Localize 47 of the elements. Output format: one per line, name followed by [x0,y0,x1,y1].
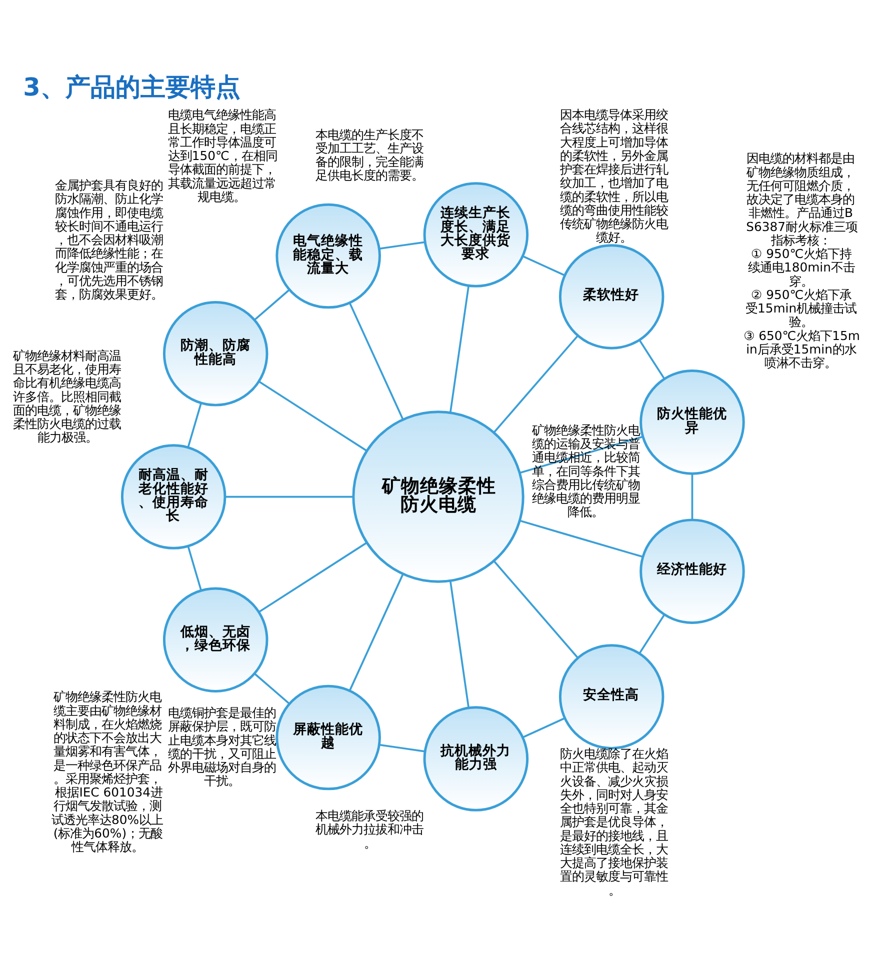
node-label: ② 950℃火焰下承受15min机械撞击试验。 [745,288,857,330]
node-label: 本电缆的生产长度不受加工工艺、生产设备的限制，完全能满足供电长度的需要。 [316,128,424,183]
connector [258,542,368,613]
node-label: 因电缆的材料都是由矿物绝缘物质组成，无任何可阻燃介质，故决定了电缆本身的非燃性。产品通过BS6387耐火标准三项指标考核： [746,152,858,248]
node-circle: 防火性能优异 [640,370,745,475]
node-label: 防火电缆除了在火焰中正常供电、起动灭火设备、减少火灾损失外，同时对人身安全也特别可靠，其金属护套是优良导体，是最好的接地线，且连续到电缆全长，大大提高了接地保护装置的灵敏度与可靠性。 [560,747,668,898]
connector [449,580,470,708]
connector [519,436,643,474]
node-circle: 连续生产长度长、满足大长度供货要求 [423,182,529,288]
connector [449,286,470,413]
node-label: ① 950℃火焰下持续通电180min不击穿。 [748,247,855,288]
connector [519,520,643,558]
node-label: 金属护套具有良好的防水隔潮、防止化学腐蚀作用，即使电缆较长时间不通电运行，也不会因材料吸潮而降低绝缘性能；在化学腐蚀严重的场合，可优先选用不锈钢套，防腐效果更好。 [55,178,164,302]
connector [187,403,202,448]
connector [225,496,354,498]
node-circle: 屏蔽性能优越 [276,684,381,790]
connector [493,560,578,658]
connector [379,744,425,752]
node-label: ③ 650℃火焰下15min后承受15min的水喷淋不击穿。 [744,328,860,370]
node-circle: 经济性能好 [640,518,745,624]
node-circle: 低烟、无卤，绿色环保 [162,587,268,692]
node-label: 电缆电气绝缘性能高且长期稳定，电缆正常工作时导体温度可达到150℃，在相同导体截面的前提下，其载流量远远超过常规电缆。 [168,108,278,204]
node-circle: 矿物绝缘柔性防火电缆 [352,410,524,583]
connector [254,289,290,321]
connector [522,255,565,276]
connector [379,241,425,250]
connector [348,302,404,420]
connector [522,717,565,738]
node-label: 电缆铜护套是最佳的屏蔽保护层，既可防止电缆本身对其它线缆的干扰，又可阻止外界电磁场对自身的干扰。 [168,706,276,788]
node-circle: 柔软性好 [558,244,664,350]
connector [638,614,666,654]
node-label: 矿物绝缘材料耐高温且不易老化，使用寿命比有机绝缘电缆高许多倍。比照相同截面的电缆，矿物绝缘柔性防火电缆的过载能力极强。 [13,348,122,445]
node-label: 因本电缆导体采用绞合线芯结构，这样很大程度上可增加导体的柔软性，另外金属护套在焊接后进行轧纹加工，也增加了电缆的柔软性，所以电缆的弯曲使用性能较传统矿物绝缘防火电缆好。 [560,108,668,245]
node-circle: 防潮、防腐性能高 [162,301,268,406]
connector [348,574,404,691]
connector [254,673,290,704]
connector [638,340,666,380]
connector [258,380,368,452]
connector [691,474,694,520]
node-label: 矿物绝缘柔性防火电缆主要由矿物绝缘材料制成，在火焰燃烧的状态下不会放出大量烟雾和有害气体，是一种绿色环保产品。采用聚烯烃护套，根据IEC 601034进行烟气发散试验，测试透光率达80%以上(标准为60%)；无酸性气体释放。 [52,690,164,854]
node-label: 本电缆能承受较强的机械外力拉拔和冲击。 [316,809,424,850]
connector [493,335,578,433]
node-circle: 抗机械外力能力强 [423,706,529,812]
node-circle: 电气绝缘性能稳定、载流量大 [276,203,381,309]
diagram-title: 3、产品的主要特点 [23,72,240,102]
connector [187,546,202,591]
node-circle: 耐高温、耐老化性能好、使用寿命长 [120,444,226,550]
